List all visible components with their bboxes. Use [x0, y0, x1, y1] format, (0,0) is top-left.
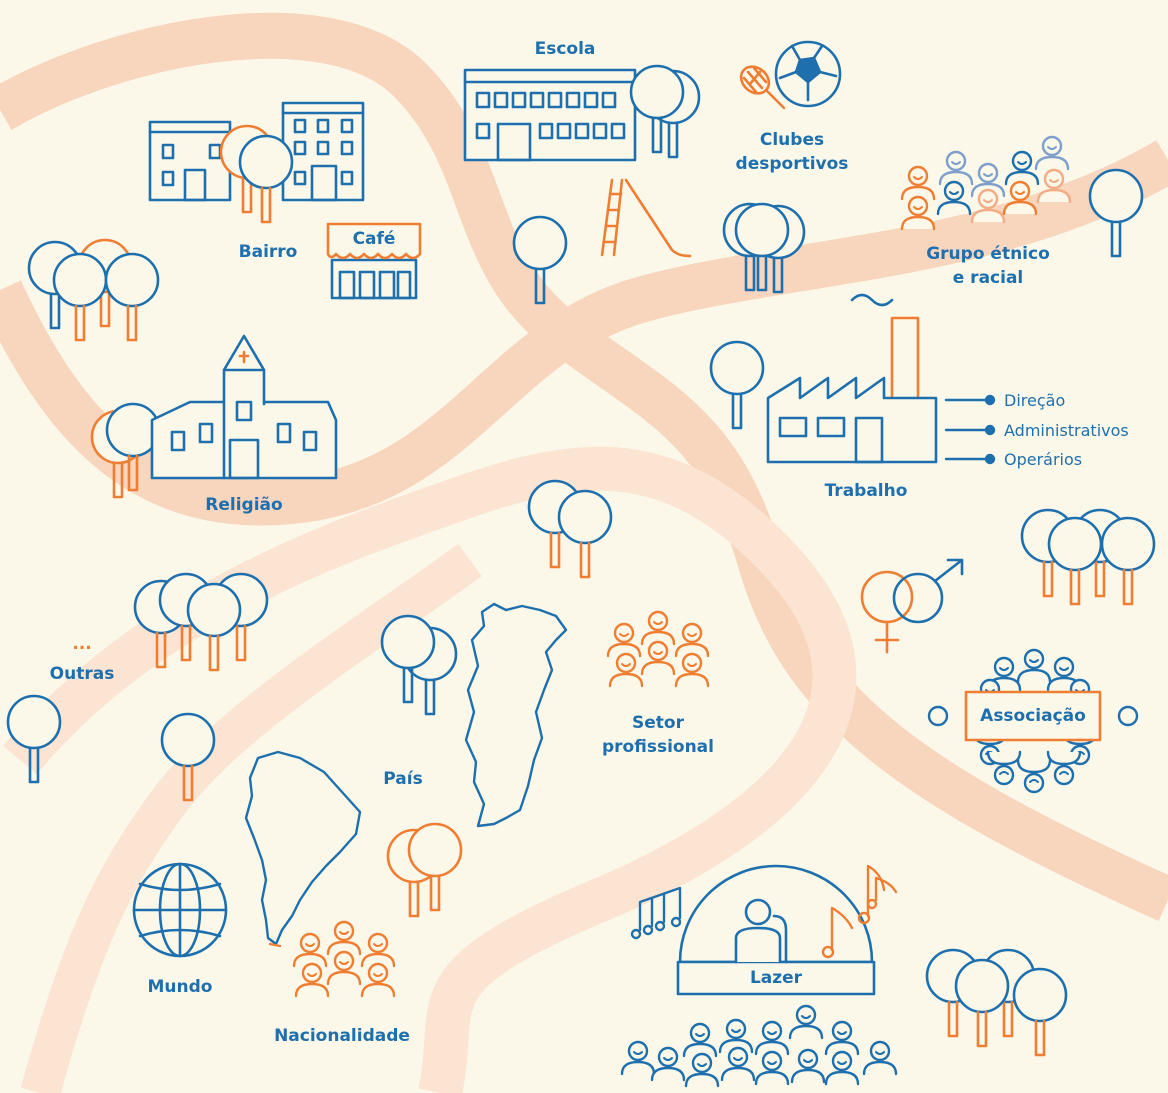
label-religiao: Religião	[205, 495, 283, 515]
label-setor: Setor profissional	[588, 711, 728, 759]
cafe-icon	[326, 222, 422, 300]
label-associacao: Associação	[980, 706, 1086, 726]
trabalho-role: Direção	[1004, 391, 1066, 410]
portugal-map-icon	[464, 602, 568, 828]
label-outras-dots: ...	[72, 634, 92, 654]
globe-icon	[132, 862, 228, 958]
people-group-icon	[292, 920, 396, 998]
building-icon	[281, 101, 365, 202]
building-icon	[148, 120, 232, 202]
trabalho-connectors	[944, 394, 996, 465]
people-group-icon	[606, 610, 710, 688]
label-mundo: Mundo	[147, 977, 213, 997]
gender-symbols-icon	[860, 558, 964, 654]
label-clubes-line1: Clubes	[759, 130, 825, 150]
label-clubes-line2: desportivos	[735, 154, 849, 174]
label-trabalho: Trabalho	[824, 481, 908, 501]
label-lazer: Lazer	[749, 968, 803, 988]
school-icon	[463, 68, 637, 162]
south-america-map-icon	[244, 750, 362, 946]
road-bottom	[20, 543, 482, 1093]
association-table-icon	[927, 648, 1139, 794]
label-grupo: Grupo étnico e racial	[908, 242, 1068, 290]
label-outras: Outras	[49, 664, 115, 684]
church-icon	[150, 334, 338, 480]
label-clubes: Clubes desportivos	[722, 128, 862, 176]
label-nacionalidade: Nacionalidade	[274, 1026, 410, 1046]
road-middle	[3, 446, 857, 1093]
music-note-icon	[630, 886, 682, 940]
label-grupo-line1: Grupo étnico	[926, 244, 1050, 264]
label-cafe: Café	[352, 229, 396, 249]
label-setor-line1: Setor	[632, 713, 684, 733]
label-setor-line2: profissional	[602, 737, 714, 757]
tennis-racket-icon	[739, 65, 786, 110]
trabalho-role: Operários	[1004, 450, 1083, 469]
label-grupo-line2: e racial	[952, 268, 1024, 288]
trabalho-role: Administrativos	[1004, 421, 1129, 440]
music-note-icon	[821, 864, 898, 959]
label-escola: Escola	[534, 39, 596, 59]
people-group-icon	[620, 1004, 898, 1088]
label-bairro: Bairro	[238, 242, 298, 262]
smoke-icon	[850, 293, 894, 307]
slide-icon	[600, 178, 692, 258]
factory-icon	[766, 316, 938, 464]
label-pais: País	[383, 769, 423, 789]
football-icon	[774, 40, 842, 108]
stage-icon	[676, 864, 876, 996]
